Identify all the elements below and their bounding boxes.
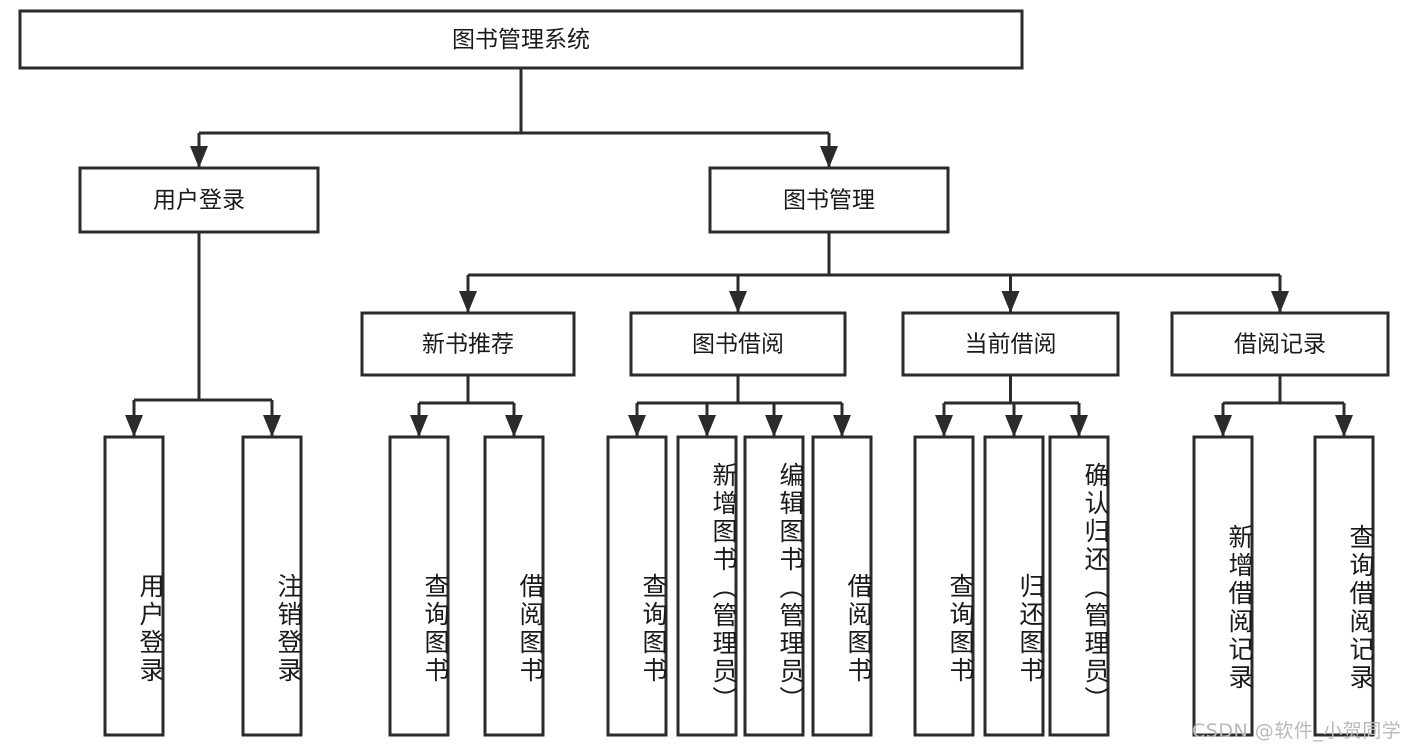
node-leaf_return_book[interactable] <box>983 435 1045 737</box>
edge-arrowhead-l3_book_borrow-0 <box>628 415 646 437</box>
edge-arrowhead-l3_current_loan-2 <box>1070 415 1088 437</box>
node-label-l3_book_borrow: 图书借阅 <box>692 332 784 358</box>
node-label-l2_book_manage: 图书管理 <box>783 188 875 214</box>
node-l3_new_book_rec[interactable]: 新书推荐 <box>360 311 576 377</box>
node-box-l3_new_book_rec <box>360 311 576 377</box>
node-label-l3_current_loan: 当前借阅 <box>965 332 1057 358</box>
node-box-l2_user_login <box>78 166 320 234</box>
node-l3_current_loan[interactable]: 当前借阅 <box>901 311 1120 377</box>
node-box-l3_loan_records <box>1170 311 1390 377</box>
node-l3_loan_records[interactable]: 借阅记录 <box>1170 311 1390 377</box>
node-leaf_add_record[interactable] <box>1192 435 1254 737</box>
edge-arrowhead-root-0 <box>190 146 208 168</box>
node-leaf_user_logout[interactable] <box>241 435 303 737</box>
edge-arrowhead-l3_current_loan-1 <box>1005 415 1023 437</box>
node-label-l3_loan_records: 借阅记录 <box>1234 332 1326 358</box>
node-leaf_query_book_rec[interactable] <box>388 435 450 737</box>
edge-arrowhead-l2_book_manage-0 <box>459 291 477 313</box>
node-box-leaf_add_record <box>1192 435 1254 737</box>
edge-arrowhead-l2_book_manage-3 <box>1271 291 1289 313</box>
node-box-leaf_confirm_return <box>1048 435 1110 737</box>
edge-arrowhead-l2_user_login-1 <box>263 415 281 437</box>
node-box-l3_current_loan <box>901 311 1120 377</box>
edges-layer <box>125 68 1353 437</box>
node-l2_book_manage[interactable]: 图书管理 <box>708 166 950 234</box>
node-l2_user_login[interactable]: 用户登录 <box>78 166 320 234</box>
node-box-root <box>18 9 1024 70</box>
edge-arrowhead-l3_book_borrow-3 <box>833 415 851 437</box>
node-box-leaf_return_book <box>983 435 1045 737</box>
edge-arrowhead-l3_loan_records-1 <box>1335 415 1353 437</box>
edge-arrowhead-l2_book_manage-1 <box>729 291 747 313</box>
edge-arrowhead-root-1 <box>820 146 838 168</box>
node-root[interactable]: 图书管理系统 <box>18 9 1024 70</box>
node-leaf_user_login[interactable] <box>103 435 165 737</box>
edge-arrowhead-l3_book_borrow-1 <box>698 415 716 437</box>
node-leaf_add_book[interactable] <box>676 435 738 737</box>
node-leaf_query_book_c[interactable] <box>913 435 975 737</box>
node-l3_book_borrow[interactable]: 图书借阅 <box>629 311 847 377</box>
edge-arrowhead-l3_loan_records-0 <box>1214 415 1232 437</box>
node-label-root: 图书管理系统 <box>452 27 590 53</box>
edge-arrowhead-l2_book_manage-2 <box>1001 291 1020 313</box>
edge-arrowhead-l3_current_loan-0 <box>935 415 953 437</box>
node-box-leaf_user_logout <box>241 435 303 737</box>
node-leaf_edit_book[interactable] <box>743 435 805 737</box>
edge-arrowhead-l3_new_book_rec-1 <box>505 415 523 437</box>
node-label-l2_user_login: 用户登录 <box>153 188 245 214</box>
watermark-text: CSDN @软件_小贺同学 <box>1192 720 1402 742</box>
node-box-leaf_query_record <box>1313 435 1375 737</box>
node-box-leaf_query_book_c <box>913 435 975 737</box>
node-box-l3_book_borrow <box>629 311 847 377</box>
node-leaf_borrow_book_b[interactable] <box>811 435 873 737</box>
edge-arrowhead-l3_new_book_rec-0 <box>410 415 428 437</box>
node-box-leaf_user_login <box>103 435 165 737</box>
node-leaf_borrow_book_rec[interactable] <box>483 435 545 737</box>
node-box-leaf_borrow_book_b <box>811 435 873 737</box>
node-leaf_query_record[interactable] <box>1313 435 1375 737</box>
node-label-l3_new_book_rec: 新书推荐 <box>422 332 514 358</box>
node-box-leaf_query_book_b <box>606 435 668 737</box>
node-box-leaf_edit_book <box>743 435 805 737</box>
node-box-leaf_query_book_rec <box>388 435 450 737</box>
node-leaf_query_book_b[interactable] <box>606 435 668 737</box>
node-leaf_confirm_return[interactable] <box>1048 435 1110 737</box>
node-box-leaf_borrow_book_rec <box>483 435 545 737</box>
edge-arrowhead-l3_book_borrow-2 <box>765 415 783 437</box>
node-box-l2_book_manage <box>708 166 950 234</box>
edge-arrowhead-l2_user_login-0 <box>125 415 143 437</box>
node-box-leaf_add_book <box>676 435 738 737</box>
